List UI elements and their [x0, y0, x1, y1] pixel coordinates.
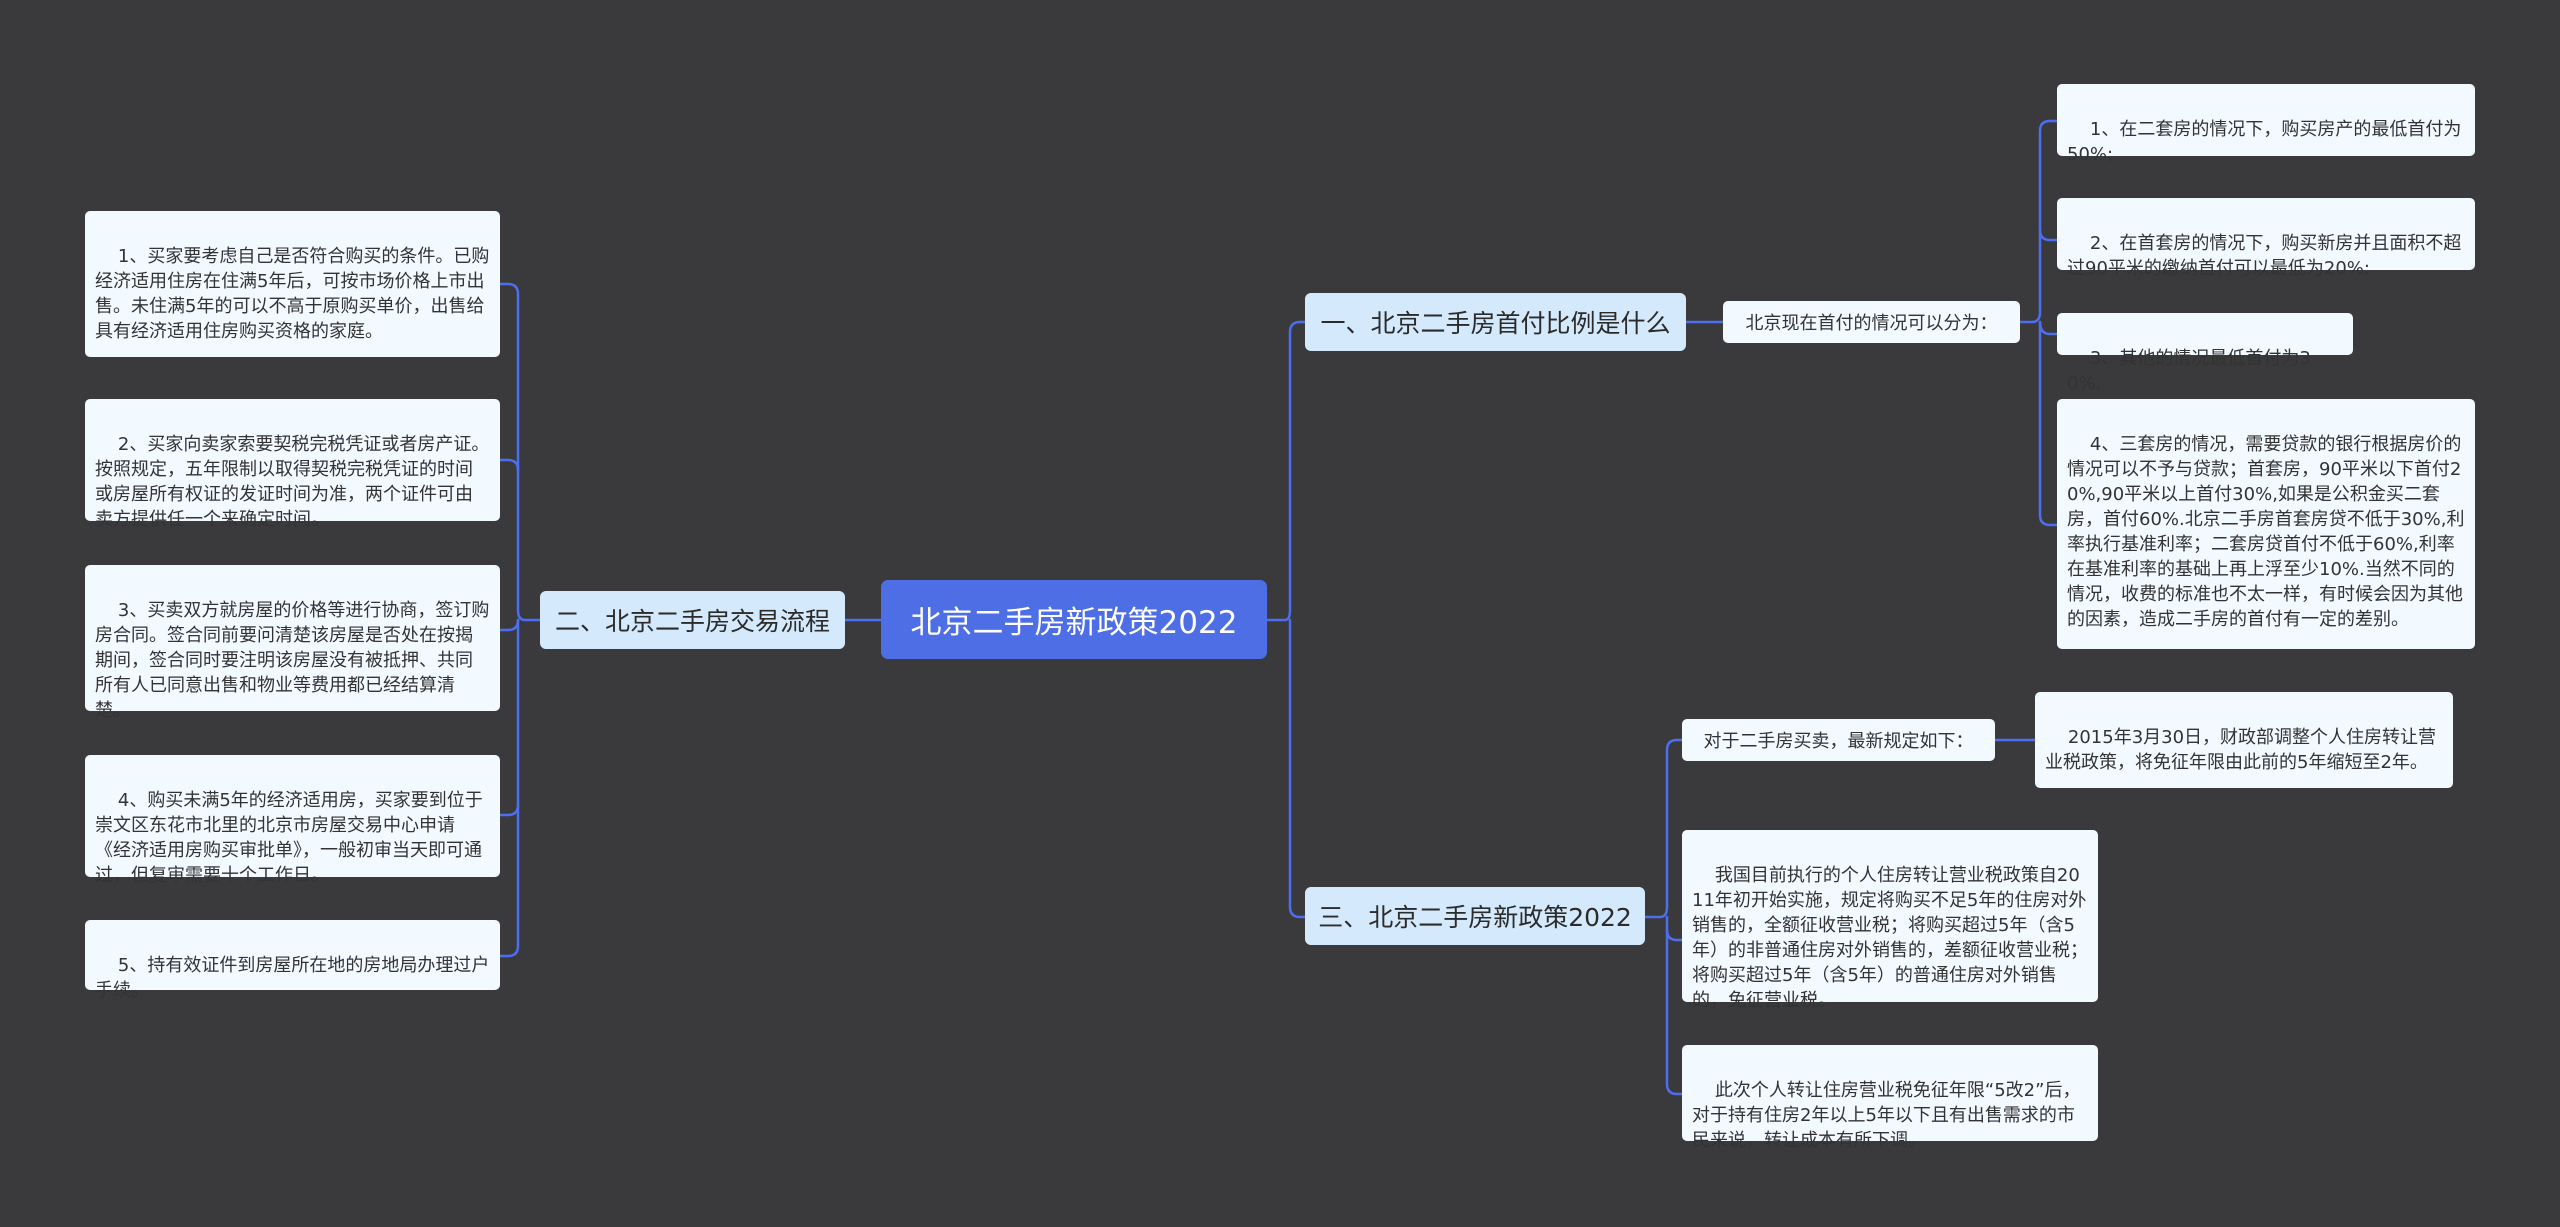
branch2-item-3-text: 3、买卖双方就房屋的价格等进行协商，签订购房合同。签合同前要问清楚该房屋是否处在… — [95, 600, 490, 721]
branch2-title: 二、北京二手房交易流程 — [554, 607, 830, 636]
connector-branch2-item3 — [498, 618, 520, 632]
root-node[interactable]: 北京二手房新政策2022 — [881, 580, 1267, 659]
branch3-item-1-detail-text: 2015年3月30日，财政部调整个人住房转让营业税政策，将免征年限由此前的5年缩… — [2045, 727, 2437, 773]
connector-branch2-item5 — [498, 803, 520, 958]
connector-branch2-item2 — [498, 458, 520, 472]
branch1-item-3[interactable]: 3、其他的情况最低首付为30%. — [2057, 313, 2353, 394]
branch2-item-4[interactable]: 4、购买未满5年的经济适用房，买家要到位于崇文区东花市北里的北京市房屋交易中心申… — [85, 755, 500, 886]
branch3-item-3-text: 此次个人转让住房营业税免征年限“5改2”后，对于持有住房2年以上5年以下且有出售… — [1692, 1080, 2081, 1151]
branch1-item-2[interactable]: 2、在首套房的情况下，购买新房并且面积不超过90平米的缴纳首付可以最低为20%; — [2057, 198, 2475, 279]
branch2-item-2-text: 2、买家向卖家索要契税完税凭证或者房产证。按照规定，五年限制以取得契税完税凭证的… — [95, 434, 490, 530]
connector-root-branch3 — [1288, 618, 1307, 919]
branch1-item-3-text: 3、其他的情况最低首付为30%. — [2067, 348, 2311, 394]
branch2-item-5-text: 5、持有效证件到房屋所在地的房地局办理过户手续。 — [95, 955, 490, 1001]
connector-root-branch1 — [1265, 320, 1307, 622]
connector-intro-item3 — [2038, 320, 2059, 336]
branch-down-payment-ratio[interactable]: 一、北京二手房首付比例是什么 — [1305, 293, 1686, 351]
branch1-item-4[interactable]: 4、三套房的情况，需要贷款的银行根据房价的情况可以不予与贷款；首套房，90平米以… — [2057, 399, 2475, 649]
branch1-intro[interactable]: 北京现在首付的情况可以分为： — [1723, 301, 2020, 343]
branch3-item-1-label[interactable]: 对于二手房买卖，最新规定如下： — [1682, 719, 1995, 761]
branch-new-policy-2022[interactable]: 三、北京二手房新政策2022 — [1305, 887, 1645, 945]
connector-intro-items — [2018, 119, 2059, 324]
connector-branch2-items — [498, 282, 542, 622]
branch3-title: 三、北京二手房新政策2022 — [1318, 903, 1632, 932]
branch1-title: 一、北京二手房首付比例是什么 — [1320, 309, 1671, 338]
branch3-item-3[interactable]: 此次个人转让住房营业税免征年限“5改2”后，对于持有住房2年以上5年以下且有出售… — [1682, 1045, 2098, 1151]
branch-transaction-process[interactable]: 二、北京二手房交易流程 — [540, 591, 845, 649]
connector-branch2-item4 — [498, 618, 520, 817]
branch2-item-3[interactable]: 3、买卖双方就房屋的价格等进行协商，签订购房合同。签合同前要问清楚该房屋是否处在… — [85, 565, 500, 721]
connector-branch3-item3 — [1665, 928, 1684, 1096]
branch2-item-4-text: 4、购买未满5年的经济适用房，买家要到位于崇文区东花市北里的北京市房屋交易中心申… — [95, 790, 483, 886]
connector-intro-item2 — [2038, 228, 2059, 242]
connector-branch3-item2 — [1665, 915, 1684, 942]
root-title: 北京二手房新政策2022 — [910, 605, 1238, 641]
branch2-item-1-text: 1、买家要考虑自己是否符合购买的条件。已购经济适用住房在住满5年后，可按市场价格… — [95, 246, 490, 342]
branch1-intro-text: 北京现在首付的情况可以分为： — [1745, 313, 1998, 334]
branch2-item-2[interactable]: 2、买家向卖家索要契税完税凭证或者房产证。按照规定，五年限制以取得契税完税凭证的… — [85, 399, 500, 530]
branch1-item-1-text: 1、在二套房的情况下，购买房产的最低首付为50%; — [2067, 119, 2462, 165]
branch1-item-4-text: 4、三套房的情况，需要贷款的银行根据房价的情况可以不予与贷款；首套房，90平米以… — [2067, 434, 2465, 630]
branch3-item-2[interactable]: 我国目前执行的个人住房转让营业税政策自2011年初开始实施，规定将购买不足5年的… — [1682, 830, 2098, 1011]
branch3-item-2-text: 我国目前执行的个人住房转让营业税政策自2011年初开始实施，规定将购买不足5年的… — [1692, 865, 2088, 1011]
branch2-item-1[interactable]: 1、买家要考虑自己是否符合购买的条件。已购经济适用住房在住满5年后，可按市场价格… — [85, 211, 500, 357]
branch1-item-1[interactable]: 1、在二套房的情况下，购买房产的最低首付为50%; — [2057, 84, 2475, 165]
connector-branch3-items — [1643, 738, 1684, 919]
branch3-item-1-label-text: 对于二手房买卖，最新规定如下： — [1703, 731, 1974, 752]
branch1-item-2-text: 2、在首套房的情况下，购买新房并且面积不超过90平米的缴纳首付可以最低为20%; — [2067, 233, 2462, 279]
branch2-item-5[interactable]: 5、持有效证件到房屋所在地的房地局办理过户手续。 — [85, 920, 500, 1001]
branch3-item-1-detail[interactable]: 2015年3月30日，财政部调整个人住房转让营业税政策，将免征年限由此前的5年缩… — [2035, 692, 2453, 788]
connector-intro-item4 — [2038, 320, 2059, 527]
